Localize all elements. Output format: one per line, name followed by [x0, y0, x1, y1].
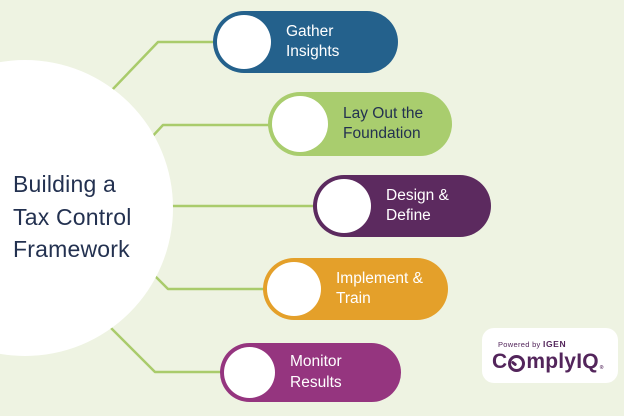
- wordmark-prefix: C: [492, 350, 508, 373]
- step-circle-icon: [224, 347, 275, 398]
- igen-brand-text: IGEN: [543, 339, 567, 349]
- wordmark-mid: mply: [526, 350, 577, 373]
- connector-line-implement-train: [153, 274, 268, 291]
- step-label-line: Train: [336, 290, 371, 307]
- step-label: Implement & Train: [336, 269, 423, 310]
- complyiq-logo-card: Powered by IGEN C mply IQ ®: [482, 328, 618, 383]
- title-line: Building a: [13, 171, 117, 197]
- step-label-line: Design &: [386, 186, 449, 204]
- gauge-o-icon: [508, 354, 526, 372]
- step-label: Design & Define: [386, 186, 449, 227]
- step-circle-icon: [217, 15, 271, 69]
- step-circle-icon: [267, 262, 321, 316]
- step-label-line: Define: [386, 207, 431, 224]
- powered-by-igen-label: Powered by IGEN: [498, 339, 618, 349]
- step-label-line: Gather: [286, 22, 334, 40]
- wordmark-suffix: IQ: [576, 350, 599, 373]
- step-label-line: Implement &: [336, 269, 424, 287]
- step-circle-icon: [272, 96, 328, 152]
- step-label-line: Monitor: [290, 353, 342, 371]
- page-title: Building a Tax Control Framework: [13, 168, 132, 266]
- title-line: Framework: [13, 236, 130, 263]
- step-pill-lay-out-foundation: Lay Out the Foundation: [268, 92, 452, 156]
- step-pill-design-define: Design & Define: [313, 175, 491, 237]
- connector-line-gather-insights: [110, 40, 216, 92]
- connector-line-lay-out-foundation: [148, 123, 271, 141]
- step-label-line: Foundation: [343, 125, 421, 142]
- step-label: Lay Out the Foundation: [343, 104, 423, 145]
- step-label: Gather Insights: [286, 22, 339, 63]
- connector-line-monitor-results: [106, 323, 224, 374]
- step-label: Monitor Results: [290, 352, 342, 393]
- powered-by-text: Powered by: [498, 340, 541, 349]
- step-pill-gather-insights: Gather Insights: [213, 11, 398, 73]
- step-label-line: Insights: [286, 43, 340, 60]
- step-pill-monitor-results: Monitor Results: [220, 343, 401, 402]
- title-line: Tax Control: [13, 203, 132, 230]
- step-label-line: Lay Out the: [343, 104, 424, 122]
- registered-mark: ®: [599, 365, 604, 371]
- step-circle-icon: [317, 179, 371, 233]
- step-pill-implement-train: Implement & Train: [263, 258, 448, 320]
- complyiq-wordmark: C mply IQ ®: [492, 351, 618, 372]
- step-label-line: Results: [290, 373, 342, 391]
